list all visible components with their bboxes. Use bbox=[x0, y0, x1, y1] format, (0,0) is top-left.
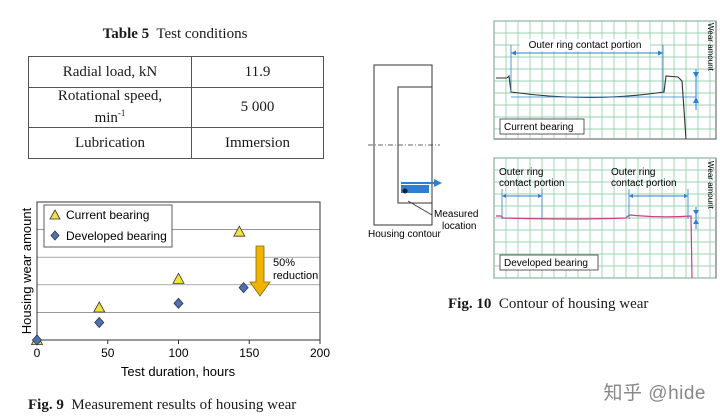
unit-exponent: -1 bbox=[117, 108, 126, 118]
fig9-label: Fig. 9 bbox=[28, 397, 64, 413]
x-tick-label: 0 bbox=[34, 346, 41, 360]
y-axis-label: Housing wear amount bbox=[19, 207, 34, 334]
fig10-label: Fig. 10 bbox=[448, 296, 492, 312]
table-cell: Rotational speed, min-1 bbox=[28, 87, 192, 128]
test-conditions-table: Radial load, kN 11.9 Rotational speed, m… bbox=[28, 56, 324, 159]
table-cell: 11.9 bbox=[191, 56, 324, 88]
table-cell: Lubrication bbox=[28, 127, 192, 159]
watermark: 知乎 @hide bbox=[603, 383, 706, 404]
table-cell: Immersion bbox=[191, 127, 324, 159]
legend-diamond-icon bbox=[50, 230, 60, 241]
table-cell: Radial load, kN bbox=[28, 56, 192, 88]
measured-band bbox=[401, 185, 429, 193]
table5-caption: Table 5 Test conditions bbox=[0, 26, 350, 43]
rotational-speed-label: Rotational speed, bbox=[57, 88, 163, 104]
developed-bearing-point bbox=[173, 297, 184, 309]
developed-bearing-point bbox=[94, 316, 105, 329]
legend-box bbox=[43, 204, 173, 248]
legend-developed: Developed bearing bbox=[66, 229, 167, 243]
bottom-wear-label: Wear amount bbox=[706, 161, 715, 210]
x-ticks: 0 50 100 150 200 bbox=[34, 340, 330, 360]
legend-triangle-icon bbox=[49, 209, 61, 220]
fig10-figure: Housing contour Measured location Outer … bbox=[368, 20, 717, 279]
fig9-chart: 0 50 100 150 200 Current bearing Developed b… bbox=[19, 201, 330, 379]
bottom-span2-line1: Outer ring bbox=[611, 167, 655, 178]
table-row: Rotational speed, min-1 5 000 bbox=[28, 87, 324, 128]
x-axis-label: Test duration, hours bbox=[121, 364, 236, 379]
current-bearing-point bbox=[172, 272, 185, 284]
top-span-label: Outer ring contact portion bbox=[529, 40, 642, 51]
fig10-caption: Fig. 10 Contour of housing wear bbox=[448, 296, 648, 313]
bottom-span1-line2: contact portion bbox=[499, 178, 565, 189]
reduction-arrow-icon bbox=[249, 245, 271, 297]
x-tick-label: 150 bbox=[239, 346, 259, 360]
x-tick-label: 50 bbox=[101, 346, 115, 360]
table-cell: 5 000 bbox=[191, 87, 324, 128]
rotational-speed-unit: min bbox=[94, 110, 118, 126]
x-tick-label: 100 bbox=[168, 346, 188, 360]
bottom-span2-line2: contact portion bbox=[611, 178, 677, 189]
bottom-span1-line1: Outer ring bbox=[499, 167, 543, 178]
data-points bbox=[30, 225, 249, 346]
fig10-caption-text: Contour of housing wear bbox=[498, 296, 649, 312]
top-wear-label: Wear amount bbox=[706, 23, 715, 72]
current-bearing-panel: Outer ring contact portion Wear amount C… bbox=[493, 20, 717, 140]
panel-grid bbox=[493, 157, 716, 279]
measured-location-line1: Measured bbox=[434, 209, 478, 220]
bottom-panel-title: Developed bearing bbox=[504, 258, 588, 269]
table-row: Radial load, kN 11.9 bbox=[28, 56, 324, 88]
table5-title: Test conditions bbox=[156, 26, 248, 42]
current-bearing-point bbox=[233, 225, 246, 237]
housing-contour-label: Housing contour bbox=[368, 229, 441, 240]
housing-contour-drawing bbox=[368, 64, 442, 226]
x-tick-label: 200 bbox=[310, 346, 330, 360]
developed-bearing-point bbox=[238, 281, 249, 294]
developed-bearing-panel: Outer ring contact portion Outer ring co… bbox=[493, 157, 717, 279]
fig9-caption: Fig. 9 Measurement results of housing we… bbox=[28, 397, 296, 414]
top-panel-title: Current bearing bbox=[504, 122, 573, 133]
table-row: Lubrication Immersion bbox=[28, 127, 324, 159]
measured-location-line2: location bbox=[442, 221, 476, 232]
wear-trace bbox=[496, 214, 693, 279]
current-bearing-point bbox=[93, 301, 106, 313]
developed-bearing-point bbox=[31, 334, 43, 346]
table5-label: Table 5 bbox=[102, 26, 150, 42]
annotation-line1: 50% bbox=[273, 257, 295, 269]
annotation-line2: reduction bbox=[273, 270, 318, 282]
fig9-caption-text: Measurement results of housing wear bbox=[71, 397, 297, 413]
legend-current: Current bearing bbox=[66, 208, 149, 222]
